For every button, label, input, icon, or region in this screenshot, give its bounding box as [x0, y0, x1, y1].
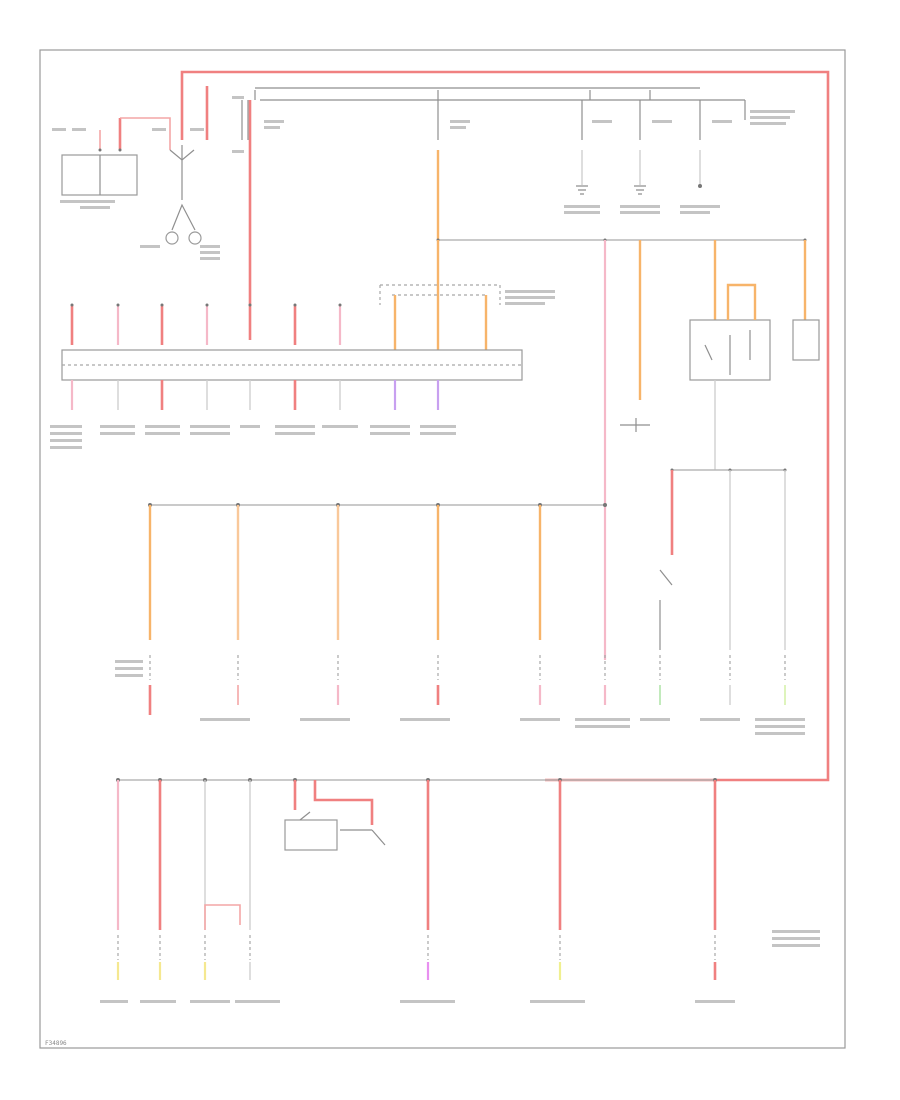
bottom-switch — [284, 811, 386, 851]
bottom-drops — [116, 778, 717, 930]
label-marks — [50, 96, 820, 1003]
top-grounds — [436, 150, 702, 240]
middle-drops — [148, 503, 607, 640]
ignition-switch — [165, 145, 202, 245]
fuse-row-3 — [116, 935, 717, 980]
fuse-row-1 — [61, 303, 523, 410]
top-feed — [99, 70, 830, 782]
relay-block — [620, 283, 820, 470]
dashed-connector — [379, 284, 501, 305]
diagram-frame — [39, 49, 846, 1049]
fuse-row-2 — [148, 655, 786, 715]
footer-code: F34896 — [45, 1040, 67, 1047]
